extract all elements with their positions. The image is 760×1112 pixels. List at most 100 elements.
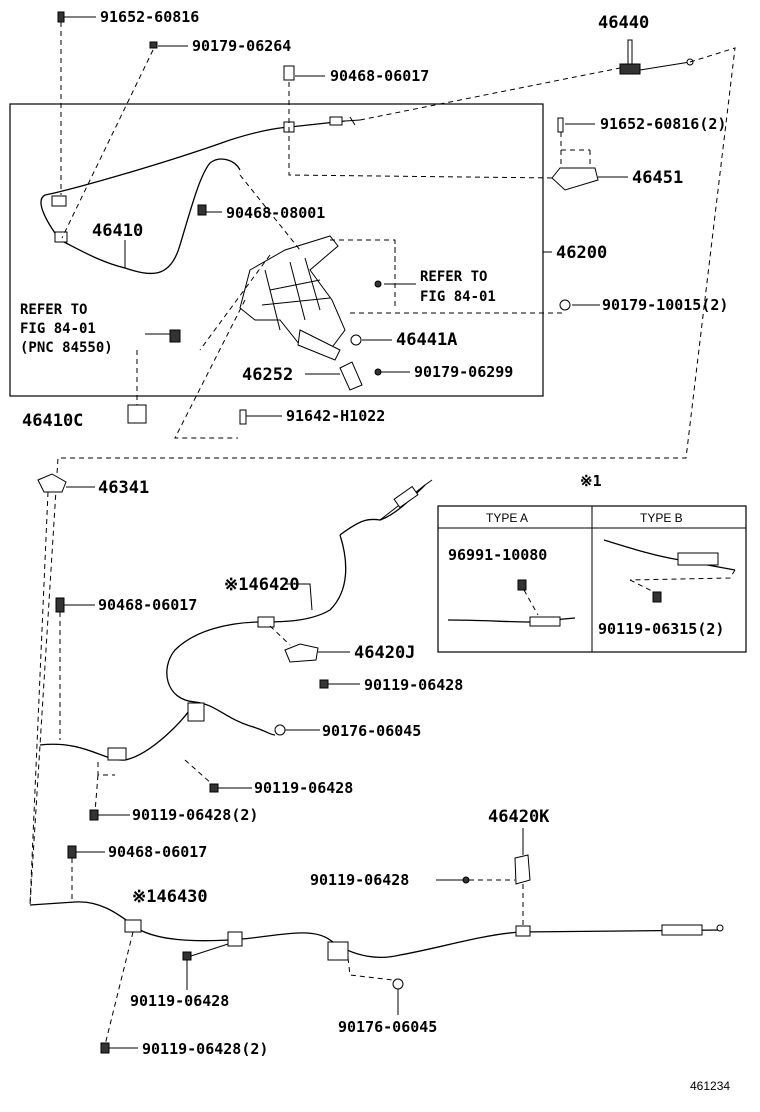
label-90119-06428-d: 90119-06428: [130, 992, 229, 1010]
bracket-46420k: [514, 854, 531, 885]
dash-lever-left: [174, 254, 271, 439]
dash-46420j: [269, 625, 291, 646]
cable-46420-clip-2: [187, 702, 205, 722]
label-46341: 46341: [98, 478, 149, 498]
label-96991-10080: 96991-10080: [448, 546, 547, 564]
clip-90468-06017-bottom: [67, 845, 77, 859]
cable-46430-clip-3: [515, 925, 531, 937]
type-b-fitting: [677, 552, 719, 566]
dash-right-down: [29, 47, 736, 906]
cable-46410-lower: [59, 158, 241, 275]
dash-lever-clip: [239, 174, 301, 251]
cable-46430-fitting: [661, 924, 703, 936]
dash-to-46440: [359, 67, 621, 121]
label-91642-h1022: 91642-H1022: [286, 407, 385, 425]
label-90468-06017-top: 90468-06017: [330, 67, 429, 85]
bracket-46341: [37, 473, 67, 493]
clip-46420-left: [107, 747, 127, 761]
cable-46430-clip-left: [124, 919, 142, 933]
clip-refer-84-01-left: [169, 329, 181, 343]
type-a-cable: [447, 617, 576, 623]
label-90468-06017-mid: 90468-06017: [98, 596, 197, 614]
label-pnc-84550: (PNC 84550): [20, 340, 113, 356]
label-46430: ※146430: [132, 887, 208, 907]
type-b-dash: [629, 569, 736, 596]
type-a-dash: [523, 589, 539, 616]
label-90176-06045-b: 90176-06045: [338, 1018, 437, 1036]
dash-90176-06045-b: [347, 957, 394, 981]
label-46200: 46200: [556, 243, 607, 263]
cable-46420: [166, 484, 426, 736]
assembly-46200-frame: [9, 103, 544, 397]
clip-90468-08001: [197, 204, 207, 216]
nut-90176-06045-b: [392, 978, 404, 990]
cable-connector-2: [329, 116, 343, 126]
nut-90179-10015: [559, 299, 571, 311]
label-90119-06428-c: 90119-06428: [310, 871, 409, 889]
cable-clip-left-2: [54, 231, 68, 243]
cable-46430-clip-1: [227, 931, 243, 947]
label-90119-06428-a: 90119-06428: [364, 676, 463, 694]
cable-46420-fitting: [393, 485, 419, 509]
dash-clip-90179: [61, 49, 154, 239]
lead-46420: [285, 583, 313, 611]
label-46420: ※146420: [224, 575, 300, 595]
label-refer-to-left: REFER TO: [20, 302, 87, 318]
type-a-clip: [517, 579, 527, 591]
bracket-46451: [551, 167, 599, 191]
clip-90468-06017-mid: [55, 597, 65, 613]
label-46252: 46252: [242, 365, 293, 385]
label-90119-06428-2b: 90119-06428(2): [142, 1040, 268, 1058]
cable-46430-clip-2: [327, 941, 349, 961]
label-90179-06264: 90179-06264: [192, 37, 291, 55]
part-46252: [339, 361, 363, 391]
label-90468-08001: 90468-08001: [226, 204, 325, 222]
label-46451: 46451: [632, 168, 683, 188]
bracket-46410c: [127, 404, 147, 424]
bolt-90119-06428-d: [182, 951, 192, 961]
label-fig-84-01-left: FIG 84-01: [20, 321, 96, 337]
nut-90176-06045-a: [274, 724, 286, 736]
clip-90468-06017-top: [283, 65, 295, 81]
label-91652-60816-2: 91652-60816(2): [600, 115, 726, 133]
label-46420k: 46420K: [488, 807, 550, 827]
bolt-90119-06428-2b: [100, 1042, 110, 1054]
dash-46341-down: [29, 491, 49, 906]
label-fig-84-01-right: FIG 84-01: [420, 289, 496, 305]
cable-46430-end: [716, 924, 724, 932]
label-90119-06315-2: 90119-06315(2): [598, 620, 724, 638]
lever-assembly-46200: [239, 235, 382, 361]
label-90119-06428-b: 90119-06428: [254, 779, 353, 797]
type-b-bolt: [652, 591, 662, 603]
label-figure-id: 461234: [690, 1079, 730, 1093]
label-note-mark: ※1: [580, 472, 602, 490]
bolt-91642-h1022: [239, 409, 247, 425]
bolt-90119-06428-2a: [89, 809, 99, 821]
lead-90119-06428-d: [190, 943, 229, 957]
dash-lever-box: [330, 239, 396, 310]
label-46420j: 46420J: [354, 643, 415, 663]
part-46440-bolt: [627, 39, 633, 65]
label-46410c: 46410C: [22, 411, 83, 431]
bracket-46420j: [284, 643, 319, 663]
cable-46440: [639, 61, 691, 71]
nut-90179-06299: [374, 368, 382, 376]
cable-clip-left: [51, 195, 67, 207]
label-46440: 46440: [598, 13, 649, 33]
type-a-fitting: [529, 616, 561, 627]
cable-46420-end: [379, 479, 433, 521]
label-90179-10015-2: 90179-10015(2): [602, 296, 728, 314]
cable-46410-upper: [40, 120, 346, 241]
label-type-a: TYPE A: [486, 511, 528, 525]
label-46441a: 46441A: [396, 330, 457, 350]
bolt-90119-06428-c: [462, 876, 470, 884]
dash-clip-90468-top: [288, 82, 556, 179]
clip-90179-06264: [149, 41, 158, 49]
bolt-91652-60816: [57, 11, 65, 23]
cable-46420-clip-1: [257, 616, 275, 628]
label-46410: 46410: [92, 221, 143, 241]
cable-46410-inner: [344, 116, 361, 126]
dash-90119-06428-2b: [104, 931, 134, 1046]
label-refer-to-right: REFER TO: [420, 269, 487, 285]
